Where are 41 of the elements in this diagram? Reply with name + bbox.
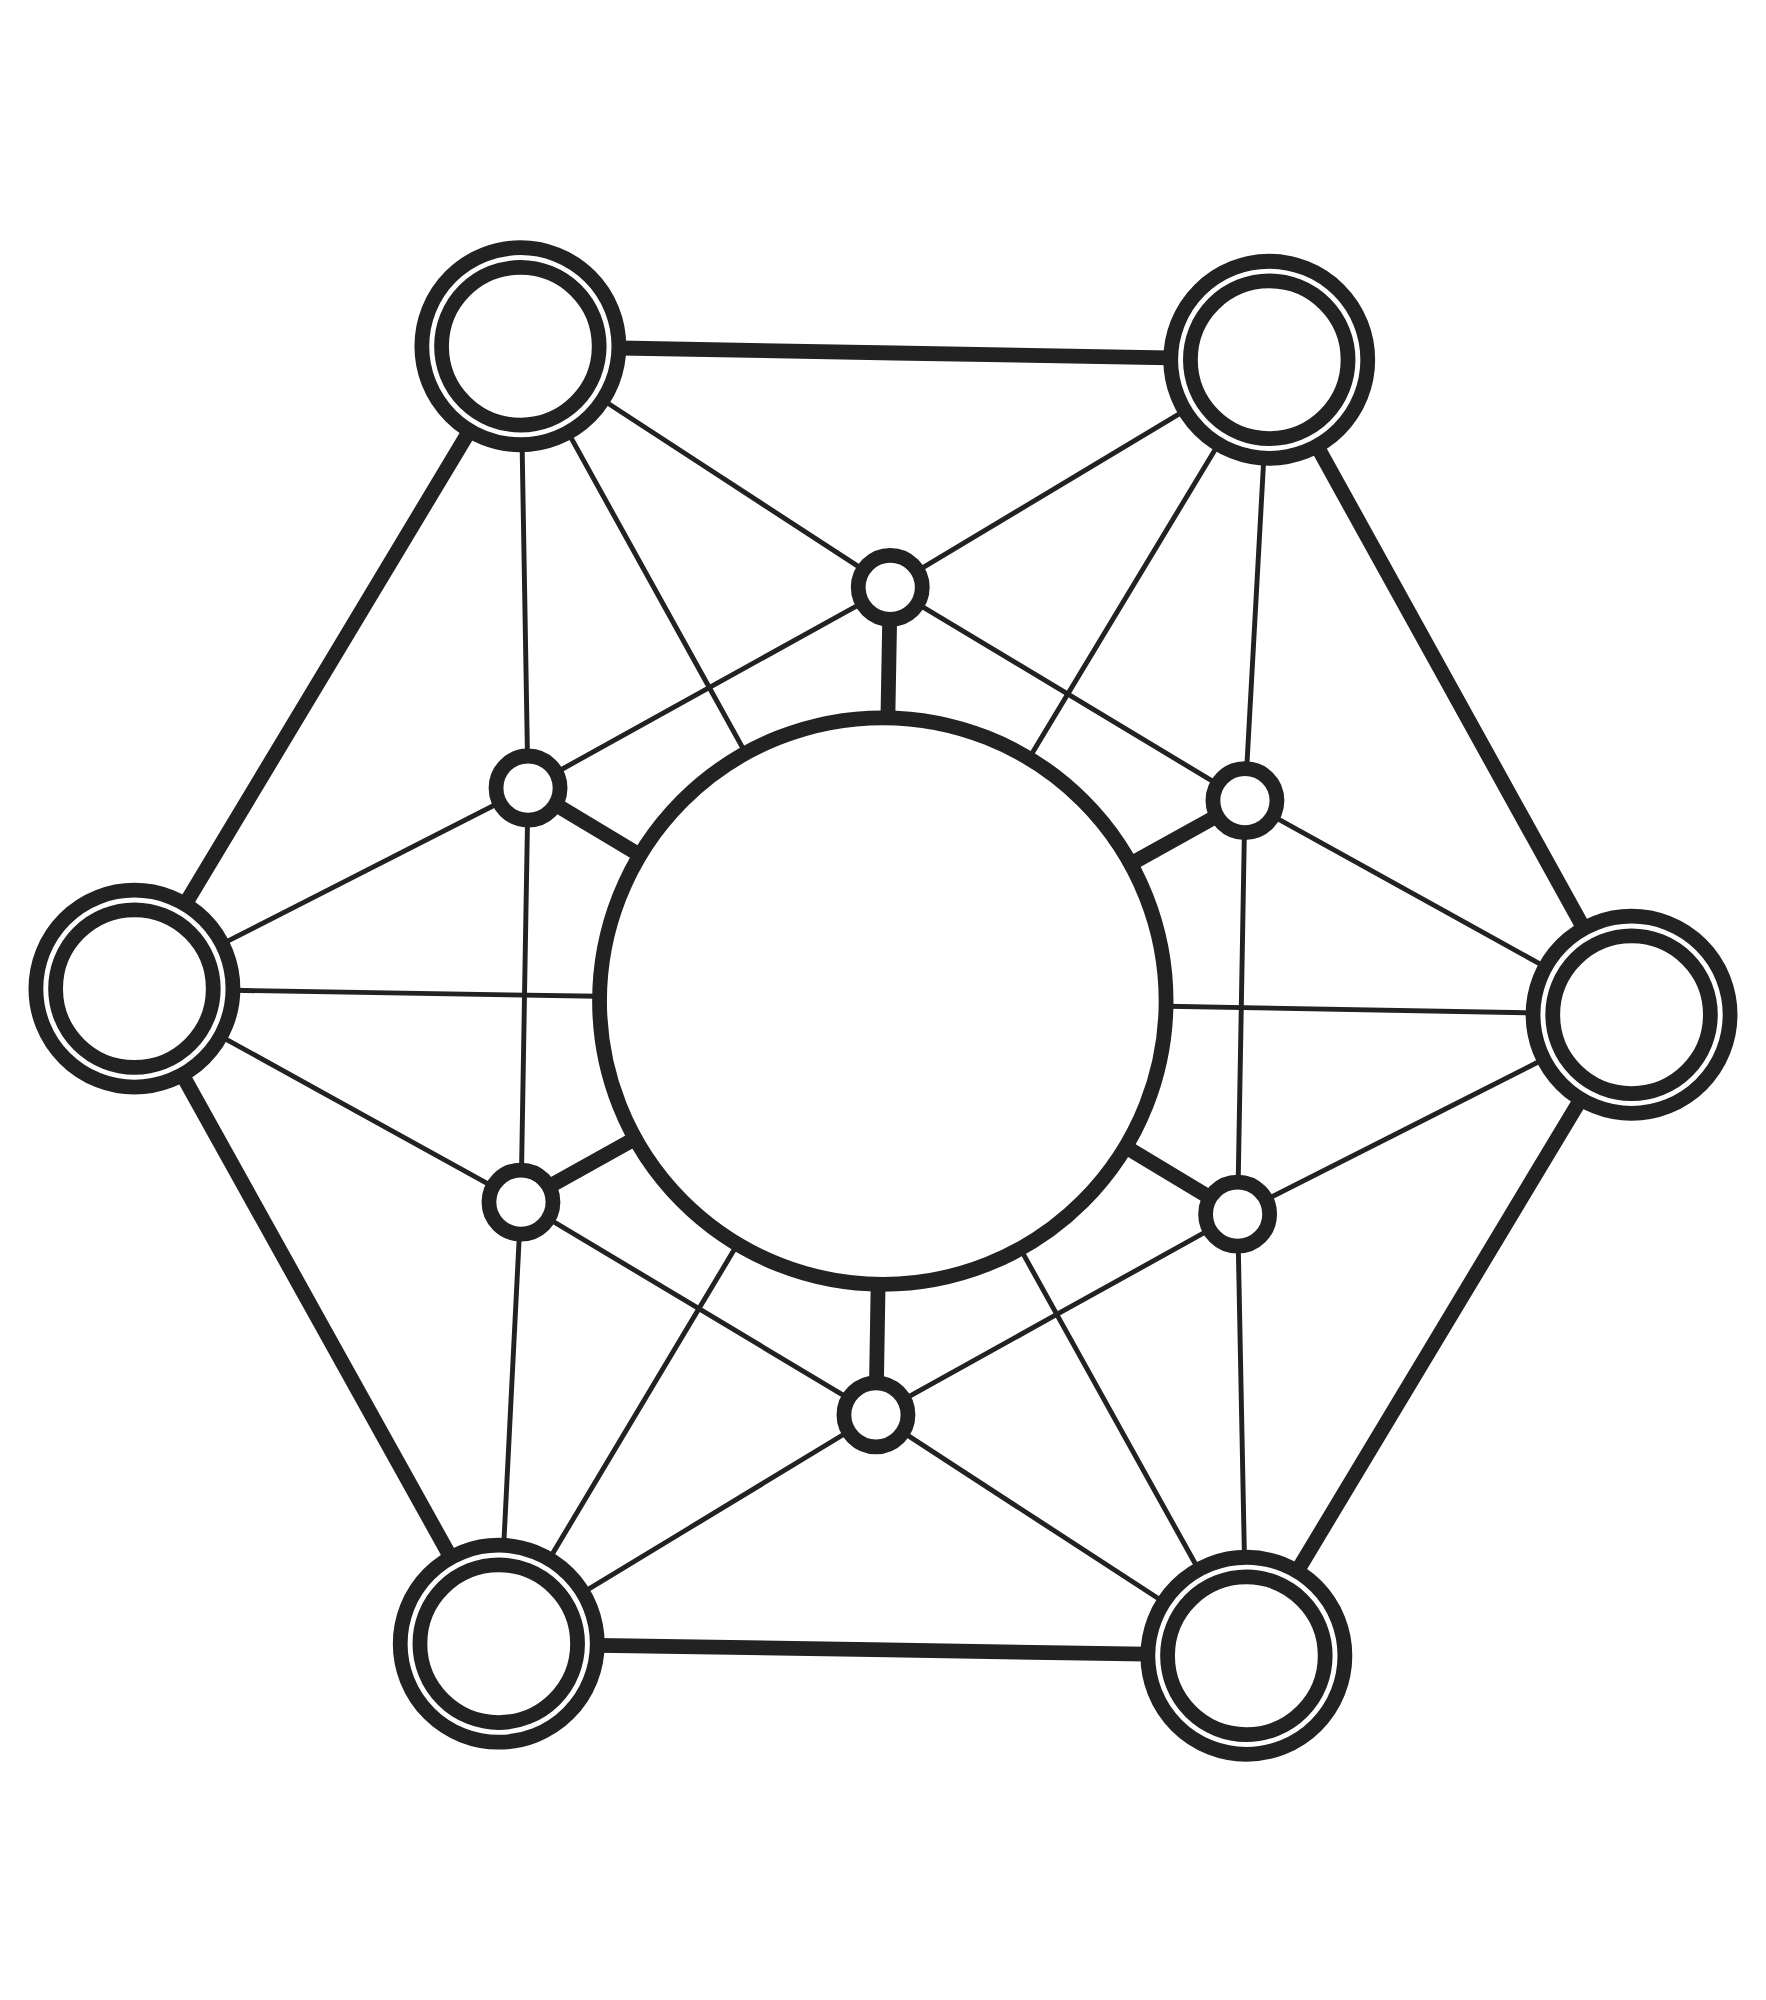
connector (546, 1132, 638, 1192)
node-doublecircle (28, 881, 241, 1094)
connector (548, 1216, 850, 1400)
node-circle (1205, 760, 1285, 839)
connector (903, 1430, 1165, 1603)
connector (220, 1033, 494, 1188)
node-doublecircle (1140, 1548, 1353, 1761)
connector (1019, 1248, 1201, 1569)
connector (179, 427, 476, 907)
node-doublecircle (1525, 907, 1738, 1120)
connector (1310, 442, 1590, 930)
connector (1272, 813, 1545, 968)
connector (1265, 1056, 1544, 1201)
connector (566, 431, 747, 752)
connector (583, 1428, 849, 1593)
node-circle (481, 1161, 561, 1241)
connector (1128, 809, 1220, 869)
connector (869, 1285, 886, 1381)
connector (916, 600, 1218, 785)
connector (1123, 1140, 1213, 1203)
connector (552, 797, 643, 860)
node-circle (592, 709, 1174, 1291)
connector (234, 986, 598, 998)
connector (222, 799, 500, 945)
node-circle (488, 747, 568, 827)
node-doublecircle (392, 1536, 605, 1749)
node-circle (1198, 1173, 1277, 1253)
connector (1167, 1002, 1532, 1015)
node-doublecircle (1163, 252, 1376, 465)
node-circle (850, 546, 930, 626)
node-doublecircle (414, 239, 627, 452)
connector (903, 1227, 1210, 1401)
connector (602, 397, 863, 570)
connector (1291, 1095, 1587, 1574)
connector (556, 599, 863, 773)
connector (917, 407, 1186, 572)
connector (176, 1071, 457, 1559)
connector (547, 1243, 739, 1559)
node-circle (836, 1374, 916, 1454)
connector (619, 339, 1170, 365)
connector (1235, 833, 1247, 1181)
